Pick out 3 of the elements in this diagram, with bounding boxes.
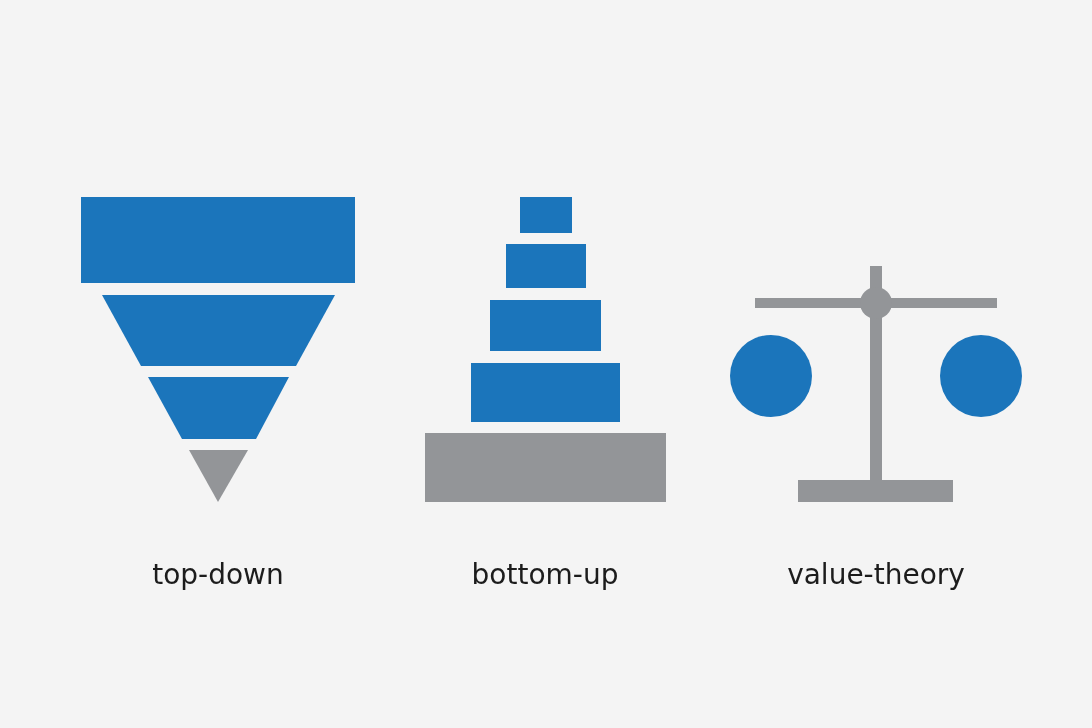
- caption: bottom-up: [471, 558, 619, 592]
- caption: value-theory: [787, 558, 965, 592]
- caption: top-down: [152, 558, 284, 592]
